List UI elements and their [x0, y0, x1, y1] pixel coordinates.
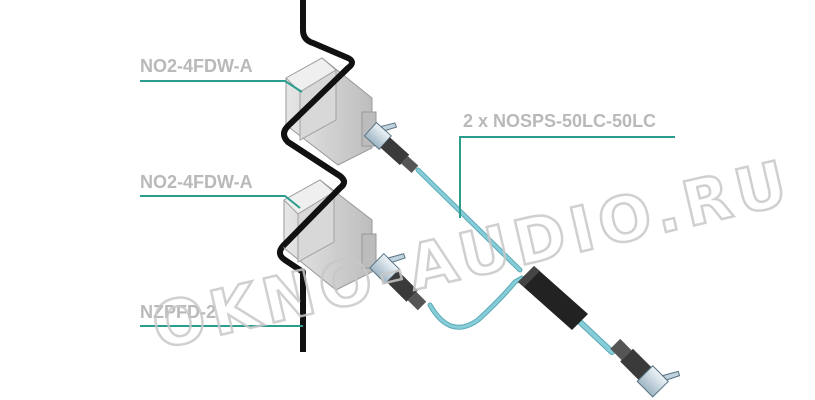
adapter-box-bottom	[283, 179, 377, 291]
leader-line-cable	[459, 136, 675, 218]
splitter-sleeve	[518, 266, 588, 330]
panel-wall-front-line	[280, 65, 351, 249]
lc-connector-upper	[363, 121, 419, 174]
fiber-cable	[415, 167, 615, 355]
leader-line-box-top	[140, 80, 303, 93]
label-box-bottom: NO2-4FDW-A	[140, 172, 253, 192]
label-panel: NZPFD-2	[140, 302, 216, 322]
label-cable: 2 x NOSPS-50LC-50LC	[463, 111, 656, 131]
leader-line-box-bottom	[140, 195, 301, 209]
lc-connector-lower	[369, 253, 427, 311]
lc-connector-end	[610, 338, 681, 398]
leader-lines	[140, 80, 675, 327]
label-box-top: NO2-4FDW-A	[140, 56, 253, 76]
